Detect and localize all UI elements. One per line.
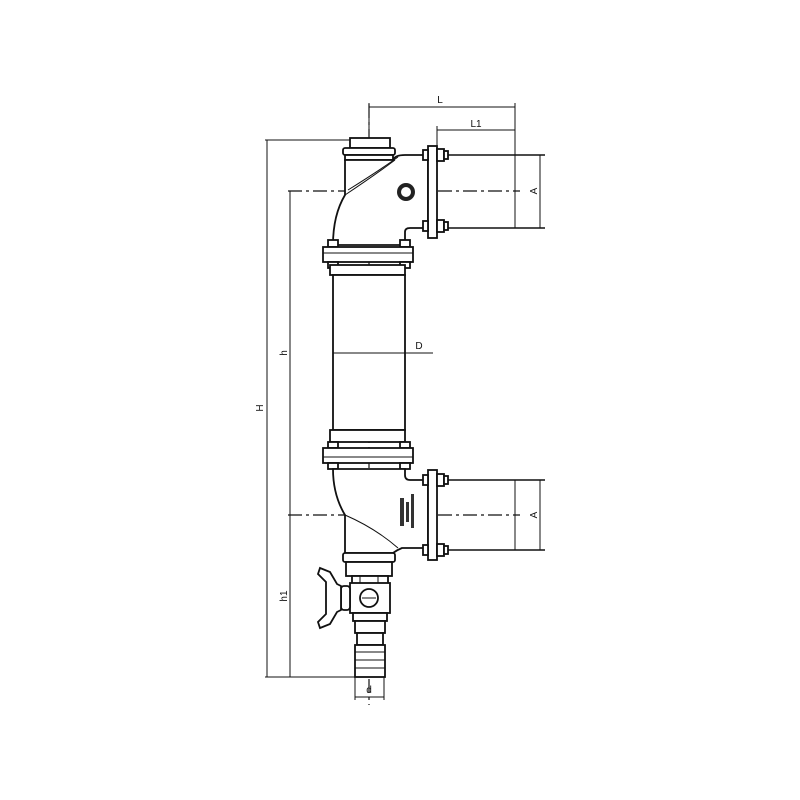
label-A-bottom: A (529, 511, 540, 518)
top-collar (342, 147, 396, 156)
label-d: d (366, 685, 372, 696)
upper-tee-seam-2 (347, 156, 399, 191)
upper-tee-seam (344, 159, 396, 196)
upper-flange-bolts (422, 148, 449, 233)
upper-flange-joint (322, 239, 414, 276)
dimension-A-top: A (529, 155, 541, 228)
dimension-L1: L1 (436, 119, 515, 148)
label-L: L (437, 95, 443, 106)
label-H: H (255, 404, 266, 411)
drain-valve (340, 575, 391, 614)
dimension-A-bottom: A (529, 480, 541, 550)
wing-handle[interactable] (316, 566, 342, 630)
label-h1: h1 (279, 590, 290, 602)
lower-tee-body (332, 468, 429, 554)
dimension-d: d (354, 677, 385, 700)
label-h: h (279, 350, 290, 356)
bottom-collar (342, 552, 396, 563)
valve-outlet-nut (354, 620, 386, 634)
hose-barb (354, 632, 386, 678)
dimension-L: L (368, 95, 516, 228)
dimension-D: D (333, 341, 433, 354)
dimension-H: H (255, 139, 356, 678)
label-D: D (415, 341, 422, 352)
lower-body-marking (400, 494, 414, 528)
label-A-top: A (529, 187, 540, 194)
dimension-h1: h1 (279, 590, 290, 602)
upper-logo-emblem (397, 183, 415, 201)
lower-tee-seam (344, 514, 399, 549)
bottom-nut (345, 561, 393, 577)
valve-lower-nut (352, 612, 388, 622)
dimension-h: h (279, 191, 291, 677)
lower-side-flange (427, 469, 438, 561)
lower-flange-joint (322, 429, 414, 470)
upper-side-flange (427, 145, 438, 239)
upper-tee-body (332, 154, 429, 246)
label-L1: L1 (470, 119, 482, 130)
top-cap (349, 137, 391, 149)
